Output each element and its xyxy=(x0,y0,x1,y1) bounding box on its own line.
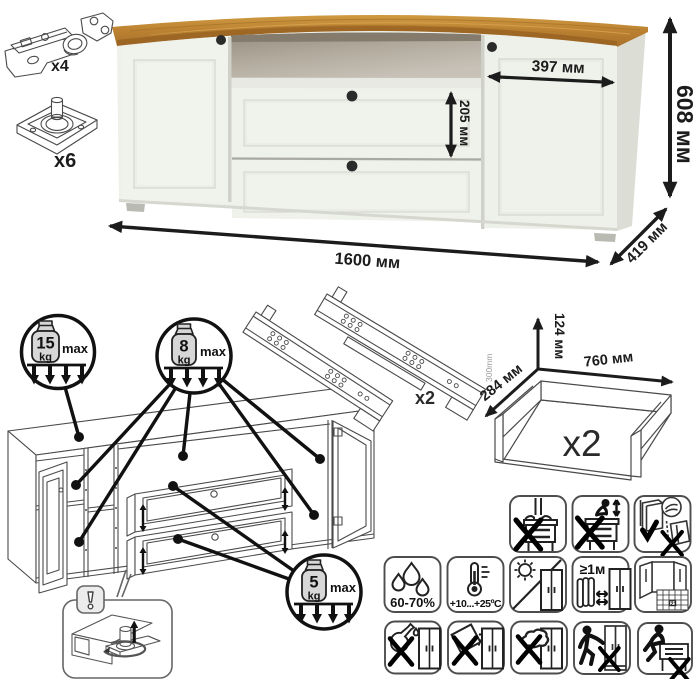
svg-text:≥1м: ≥1м xyxy=(580,561,606,577)
svg-text:+10...+25ºC: +10...+25ºC xyxy=(450,598,502,610)
svg-text:kg: kg xyxy=(39,352,52,364)
svg-text:5: 5 xyxy=(309,574,318,592)
svg-text:300mm: 300mm xyxy=(484,354,494,382)
svg-text:124 мм: 124 мм xyxy=(552,313,567,359)
svg-text:205 мм: 205 мм xyxy=(457,100,472,146)
svg-text:max: max xyxy=(200,344,227,359)
svg-text:x2: x2 xyxy=(562,423,601,464)
svg-text:21: 21 xyxy=(671,602,677,608)
svg-text:8: 8 xyxy=(179,338,188,356)
svg-text:max: max xyxy=(330,580,357,595)
svg-text:608 мм: 608 мм xyxy=(672,85,698,164)
svg-text:1600 мм: 1600 мм xyxy=(334,250,401,273)
svg-text:15: 15 xyxy=(36,335,54,353)
svg-text:x2: x2 xyxy=(415,388,435,408)
svg-text:60-70%: 60-70% xyxy=(390,595,435,610)
svg-text:760 мм: 760 мм xyxy=(583,349,634,371)
svg-text:x4: x4 xyxy=(51,58,69,75)
svg-text:kg: kg xyxy=(308,591,321,603)
svg-text:max: max xyxy=(62,341,89,356)
svg-text:397 мм: 397 мм xyxy=(531,58,585,77)
svg-text:x6: x6 xyxy=(54,150,76,172)
svg-text:kg: kg xyxy=(178,355,191,367)
